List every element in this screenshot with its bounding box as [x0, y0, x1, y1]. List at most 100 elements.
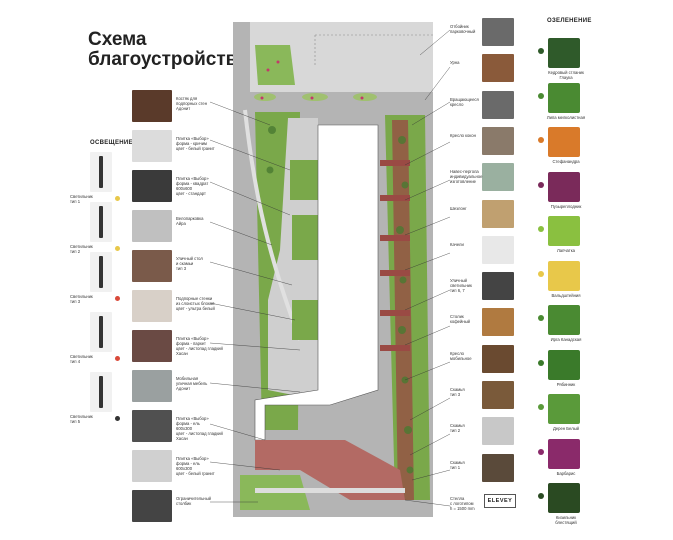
furniture-image — [482, 163, 514, 192]
plant-label: Кедровый стланик Глаука — [548, 70, 584, 80]
plant-image — [548, 438, 580, 469]
lamp-label: Светильник тип 3 — [70, 294, 93, 304]
furniture-label: Скамья тип 2 — [450, 423, 465, 434]
furniture-label: Скамья тип 1 — [450, 459, 465, 470]
lamp-dot — [115, 296, 120, 301]
plant-dot — [538, 226, 544, 232]
plant-image — [548, 349, 580, 380]
lamp-label: Светильник тип 4 — [70, 354, 93, 364]
lamp-pole — [99, 316, 103, 348]
material-label: Плитка «Выбор» форма - квадрат 600х600 ц… — [176, 176, 209, 196]
material-image — [132, 290, 172, 322]
greenery-heading: ОЗЕЛЕНЕНИЕ — [547, 18, 592, 24]
furniture-image — [482, 272, 514, 301]
furniture-label: Стелла с логотипом h = 1500 mm — [450, 495, 475, 511]
plant-label: Рябинник — [556, 381, 576, 387]
plant-dot — [538, 448, 544, 455]
material-label: Плитка «Выбор» форма - паркет цвет - лис… — [176, 336, 223, 356]
material-label: Мобильная уличная мебель Адонит — [176, 376, 208, 391]
plant-image — [548, 127, 580, 157]
material-image — [132, 490, 172, 522]
furniture-label: Уличный светильник тип 6, 7 — [450, 278, 472, 294]
material-image — [132, 130, 172, 162]
material-label: Плитка «Выбор» форма - кричим цвет - бел… — [176, 136, 215, 151]
lamp-label: Светильник тип 5 — [70, 414, 93, 424]
material-image — [132, 370, 172, 402]
furniture-image — [482, 18, 514, 46]
plant-image — [548, 305, 580, 335]
furniture-label: Скамья тип 3 — [450, 387, 465, 397]
plant-dot — [538, 270, 544, 277]
furniture-image — [482, 199, 514, 228]
plant-image — [548, 171, 580, 202]
material-image — [132, 330, 172, 362]
lamp-pole — [99, 256, 103, 288]
lamp-dot — [115, 246, 120, 251]
furniture-label: Столик кофейный — [450, 314, 470, 325]
plant-image — [548, 483, 580, 513]
page-title: Схема благоустройства — [88, 29, 248, 70]
plant-dot — [538, 493, 544, 499]
lamp-dot — [115, 356, 120, 361]
furniture-label: Кресло мобильное — [450, 350, 472, 361]
furniture-image — [482, 381, 514, 409]
furniture-label: Кресло кокон — [450, 132, 476, 138]
plant-dot — [538, 137, 544, 143]
plant-dot — [538, 359, 544, 366]
lamp-pole — [99, 206, 103, 238]
material-image — [132, 450, 172, 482]
furniture-label: Шезлонг — [450, 205, 467, 211]
plant-dot — [538, 404, 544, 410]
plant-dot — [538, 181, 544, 188]
furniture-label: Качели — [450, 241, 464, 247]
furniture-label: Отбойник парковочный — [450, 24, 476, 34]
plant-label: Стефанандра — [552, 159, 580, 164]
plant-label: Ирга Канадская — [550, 337, 582, 342]
furniture-image — [482, 235, 514, 264]
material-image — [132, 410, 172, 442]
plant-dot — [538, 92, 544, 99]
plant-label: Вальдштейния — [551, 292, 581, 298]
material-label: Плитка «Выбор» форма - ель 600х300 цвет … — [176, 416, 223, 441]
plant-dot — [538, 315, 544, 321]
plant-label: Дерен Белый — [552, 426, 580, 431]
furniture-image — [482, 417, 514, 446]
lamp-pole — [99, 156, 103, 188]
plant-label: Лапчатка — [557, 248, 575, 253]
material-image — [132, 250, 172, 282]
green-corner-top — [255, 45, 295, 85]
material-label: Костяк для подпорных стен Адонит — [176, 96, 208, 111]
furniture-label: Урна — [450, 60, 460, 66]
logo-stamp: ELEVEY — [484, 494, 516, 508]
material-label: Подпорные стенки из слоистых блоков цвет… — [176, 296, 215, 311]
lamp-pole — [99, 376, 103, 408]
furniture-image — [482, 54, 514, 83]
plant-image — [548, 38, 580, 68]
furniture-image — [482, 453, 514, 482]
material-image — [132, 210, 172, 242]
building-footprint — [254, 124, 379, 441]
material-image — [132, 170, 172, 202]
furniture-label: Навес-пергола индивидуальное изготовлени… — [450, 169, 483, 185]
plant-label: Барбарис — [556, 470, 576, 476]
plant-image — [548, 260, 580, 291]
furniture-label: Вращающееся кресло — [450, 96, 479, 107]
furniture-image — [482, 344, 514, 373]
plant-label: Кизильник блестящий — [555, 515, 577, 525]
furniture-image — [482, 126, 514, 155]
plant-label: Пузыреплодник — [550, 203, 582, 209]
material-label: Плитка «Выбор» форма - ель 600х300 цвет … — [176, 456, 215, 476]
lamp-dot — [115, 196, 120, 201]
lamp-dot — [115, 416, 120, 421]
material-label: Уличный стол и скамьи тип 3 — [176, 256, 203, 271]
lamp-label: Светильник тип 1 — [70, 194, 93, 204]
material-image — [132, 90, 172, 122]
material-label: Велопарковка Айра — [176, 216, 204, 226]
furniture-image — [482, 308, 514, 337]
lamp-label: Светильник тип 2 — [70, 244, 93, 254]
plant-label: Липа мелколистная — [546, 114, 586, 120]
plant-image — [548, 82, 580, 113]
plant-image — [548, 394, 580, 424]
material-label: Ограничительный столбик — [176, 496, 211, 506]
